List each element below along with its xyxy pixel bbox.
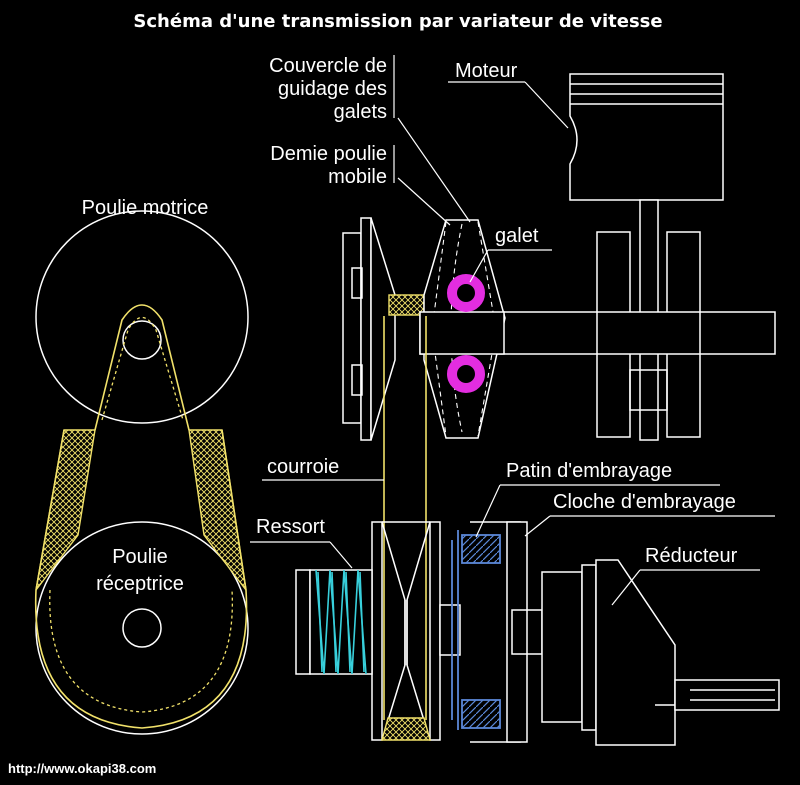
ressort-spring [295,569,373,675]
label-moteur: Moteur [455,60,518,82]
belt-left-segment [35,429,96,591]
label-demie-poulie-1: Demie poulie [270,143,387,165]
belt-section-secondary [381,717,431,741]
patin-bottom [461,699,501,729]
label-couvercle-1: Couvercle de [269,55,387,77]
label-couvercle-3: galets [334,101,387,123]
clutch-plate [451,530,459,730]
label-galet: galet [495,225,539,247]
source-url: http://www.okapi38.com [8,761,156,776]
label-poulie-receptrice-2: réceptrice [96,573,184,595]
label-couvercle-2: guidage des [278,78,387,100]
label-ressort: Ressort [256,516,325,538]
label-poulie-receptrice-1: Poulie [112,546,168,568]
diagram-title: Schéma d'une transmission par variateur … [133,11,662,32]
poulie-receptrice-circle [35,521,249,735]
courroie-vertical [383,316,427,720]
label-patin: Patin d'embrayage [506,460,672,482]
pulley-belt-side-view [34,210,249,735]
belt-top-loop [94,304,190,431]
label-demie-poulie-2: mobile [328,166,387,188]
poulie-motrice-circle [35,210,249,424]
clutch [439,521,543,743]
secondary-pulley [371,521,441,741]
fixed-half-pulley [370,217,396,441]
poulie-motrice-hub [122,320,162,360]
label-reducteur: Réducteur [645,545,738,567]
piston [569,73,724,201]
galet-top [447,274,485,312]
poulie-receptrice-hub [122,608,162,648]
leader-lines [250,55,775,606]
label-poulie-motrice: Poulie motrice [82,197,209,219]
label-courroie: courroie [267,456,339,478]
belt-right-segment [188,429,247,591]
patin-top [461,534,501,564]
galet-bottom [447,355,485,393]
reducteur [541,559,780,746]
primary-variator [342,217,506,441]
belt-section-primary [388,294,425,316]
label-cloche: Cloche d'embrayage [553,491,736,513]
belt-bottom-loop [34,589,248,729]
